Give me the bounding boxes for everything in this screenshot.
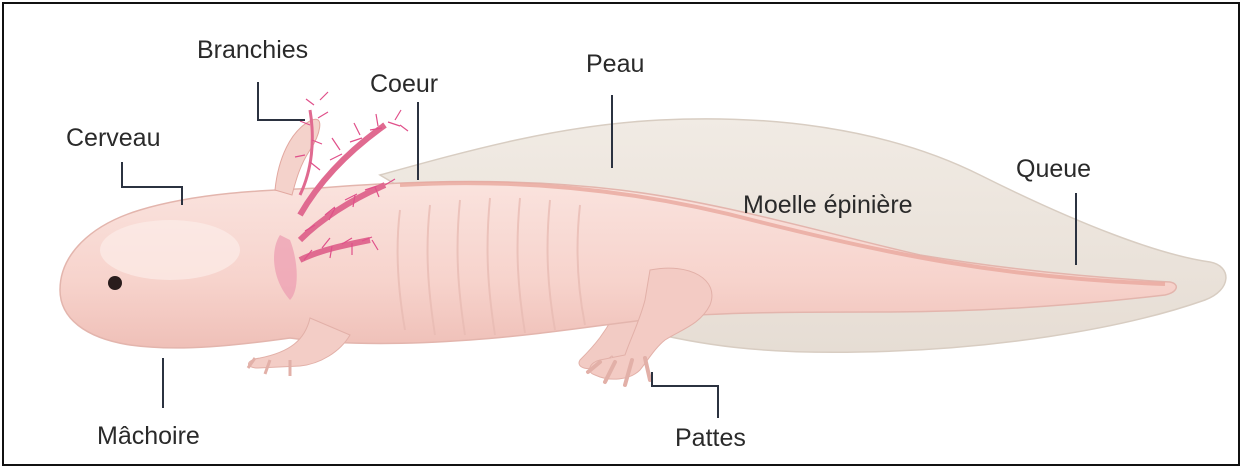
leader-branchies [258,82,305,120]
eye [108,276,122,290]
label-moelle-epiniere: Moelle épinière [743,193,913,218]
label-coeur: Coeur [370,72,438,97]
label-branchies: Branchies [197,38,308,63]
leader-cerveau [122,162,182,205]
label-cerveau: Cerveau [66,126,161,151]
label-machoire: Mâchoire [97,424,200,449]
label-pattes: Pattes [675,426,746,451]
label-peau: Peau [586,52,644,77]
leader-pattes [652,372,718,418]
label-queue: Queue [1016,157,1091,182]
head-highlight [100,220,240,280]
